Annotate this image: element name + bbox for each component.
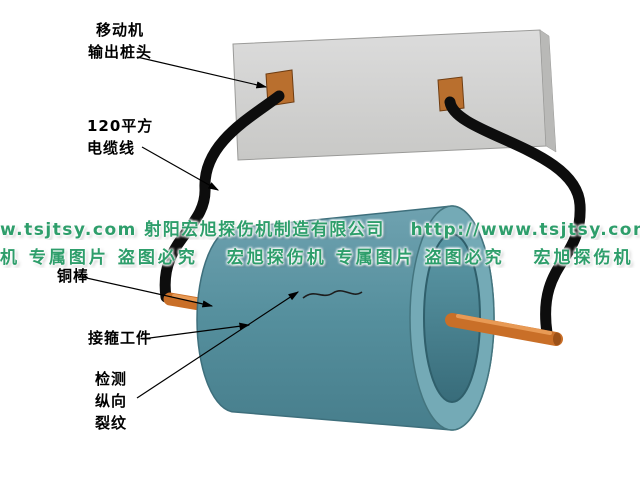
leader-lines (81, 56, 300, 399)
leader-cable (141, 146, 220, 191)
crack-mark (302, 290, 363, 299)
label-cable-line2: 电缆线 (87, 138, 136, 157)
label-output-post-line1: 移动机 (96, 21, 145, 39)
label-output-post: 移动机 输出桩头 (88, 20, 152, 64)
label-workpiece: 接箍工件 (88, 329, 153, 347)
workpiece-cylinder (196, 205, 495, 431)
label-crack: 检测 纵向 裂纹 (95, 369, 127, 434)
leader-workpiece (141, 322, 251, 340)
label-cable: 120平方 电缆线 (87, 116, 153, 160)
leader-crack (136, 291, 300, 399)
label-cable-line1: 120平方 (87, 117, 154, 135)
leader-copper-rod (81, 276, 214, 308)
right-output-post (437, 76, 465, 112)
left-cable (159, 90, 285, 303)
leader-output-post (136, 56, 268, 89)
label-output-post-line2: 输出桩头 (88, 42, 153, 61)
label-crack-line2: 纵向 (95, 391, 128, 410)
label-crack-line1: 检测 (95, 370, 128, 388)
watermark-row2: 机 专属图片 盗图必究 宏旭探伤机 专属图片 盗图必究 宏旭探伤机 专属图片 (0, 248, 640, 268)
label-crack-line3: 裂纹 (95, 413, 128, 432)
right-cable (444, 96, 586, 339)
label-copper-rod: 铜棒 (57, 267, 90, 285)
watermark-row1: w.tsjtsy.com 射阳宏旭探伤机制造有限公司 http://www.ts… (0, 220, 640, 240)
copper-rod-right (445, 313, 563, 346)
